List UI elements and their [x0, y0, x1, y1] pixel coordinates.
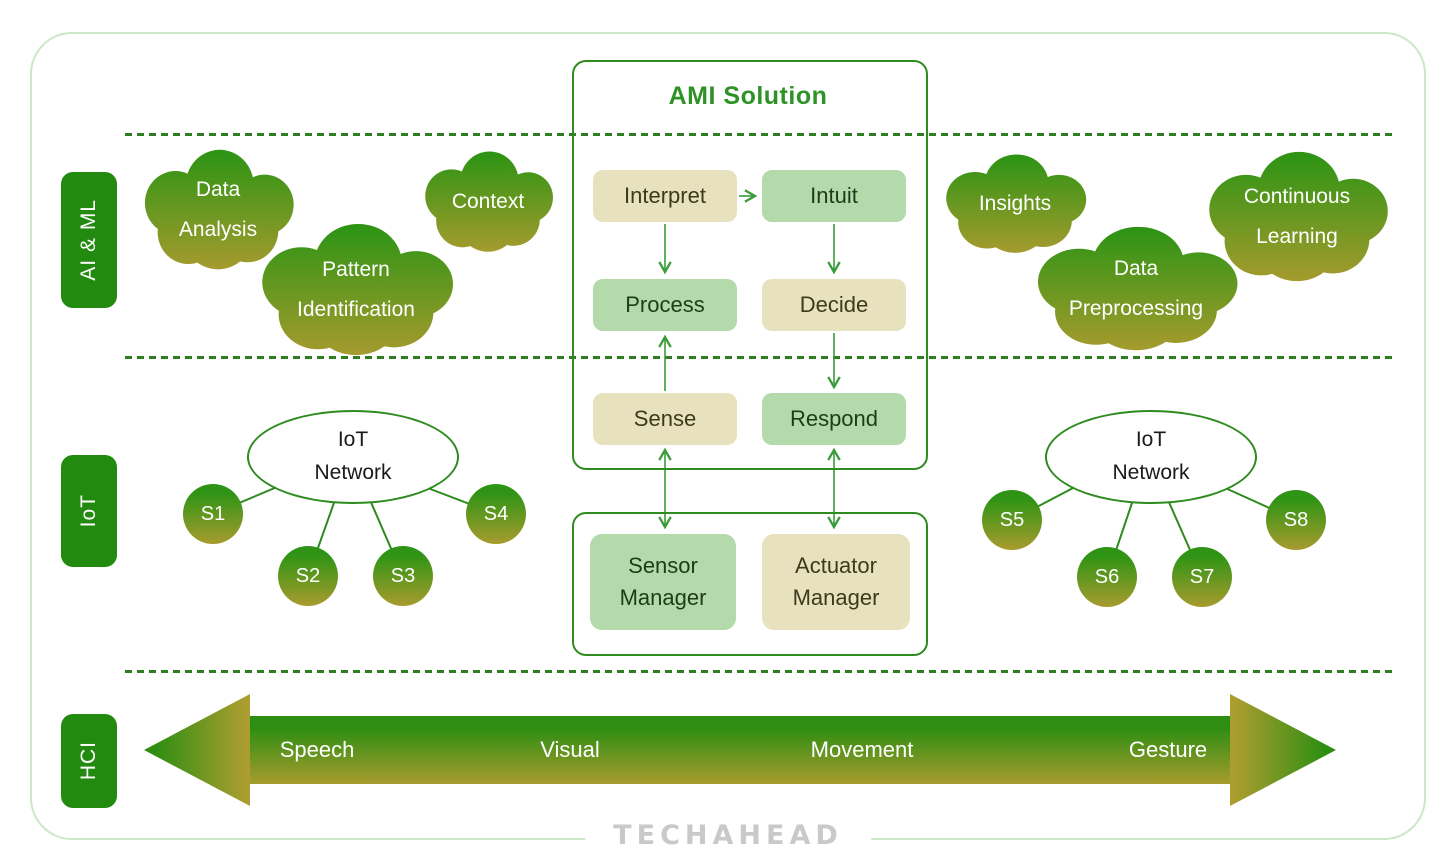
cloud-continuous-learning: Continuous Learning: [1195, 150, 1399, 284]
dotted-separator-bottom: [125, 670, 1395, 673]
cloud-shape: [262, 223, 454, 356]
iot-network-hub-left: IoT Network: [247, 410, 459, 504]
cloud-data-analysis: Data Analysis: [133, 148, 303, 272]
sensor-node-s5: S5: [982, 490, 1042, 550]
dotted-separator-top: [125, 133, 1395, 136]
hci-item-gesture: Gesture: [1128, 737, 1208, 762]
layer-label-ai-ml: AI & ML: [61, 172, 117, 308]
layer-label-hci: HCI: [61, 714, 117, 808]
sensor-manager-box: Sensor Manager: [590, 534, 736, 630]
cloud-label: Insights: [978, 192, 1052, 216]
dotted-separator-middle: [125, 356, 1395, 359]
layer-label-iot: IoT: [61, 455, 117, 567]
layer-label-hci-text: HCI: [77, 741, 100, 781]
flow-box-intuit: Intuit: [762, 170, 906, 222]
hci-item-speech: Speech: [279, 737, 355, 762]
sensor-node-s2: S2: [278, 546, 338, 606]
techahead-logo: TECHAHEAD: [585, 820, 871, 851]
flow-box-respond: Respond: [762, 393, 906, 445]
sensor-node-s7: S7: [1172, 547, 1232, 607]
hci-arrow-band: Speech Visual Movement Gesture: [250, 716, 1230, 784]
flow-box-decide: Decide: [762, 279, 906, 331]
flow-box-sense: Sense: [593, 393, 737, 445]
cloud-data-preprocessing: Data Preprocessing: [1022, 225, 1250, 353]
hub-label: IoT Network: [314, 428, 392, 484]
cloud-label: Data Analysis: [178, 178, 258, 241]
cloud-label: Continuous Learning: [1243, 185, 1351, 248]
ami-solution-title: AMI Solution: [668, 82, 828, 110]
hci-item-movement: Movement: [810, 737, 914, 762]
sensor-node-s6: S6: [1077, 547, 1137, 607]
hci-item-visual: Visual: [540, 737, 600, 762]
flow-box-interpret: Interpret: [593, 170, 737, 222]
cloud-label: Data Preprocessing: [1068, 257, 1204, 320]
ami-solution-panel: [572, 60, 928, 470]
cloud-shape: [144, 149, 294, 270]
layer-label-ai-ml-text: AI & ML: [77, 199, 100, 281]
hub-label: IoT Network: [1112, 428, 1190, 484]
cloud-label: Pattern Identification: [297, 258, 415, 321]
cloud-context: Context: [415, 150, 561, 254]
sensor-node-s8: S8: [1266, 490, 1326, 550]
sensor-node-s3: S3: [373, 546, 433, 606]
sensor-node-s4: S4: [466, 484, 526, 544]
iot-network-hub-right: IoT Network: [1045, 410, 1257, 504]
cloud-shape: [425, 151, 553, 252]
layer-label-iot-text: IoT: [77, 494, 100, 528]
cloud-insights: Insights: [935, 153, 1095, 255]
manager-panel: [572, 512, 928, 656]
sensor-node-s1: S1: [183, 484, 243, 544]
actuator-manager-box: Actuator Manager: [762, 534, 910, 630]
cloud-pattern-identification: Pattern Identification: [247, 222, 465, 358]
flow-box-process: Process: [593, 279, 737, 331]
cloud-shape: [1209, 151, 1388, 282]
cloud-shape: [946, 154, 1087, 253]
cloud-shape: [1037, 226, 1238, 351]
cloud-label: Context: [451, 190, 525, 214]
